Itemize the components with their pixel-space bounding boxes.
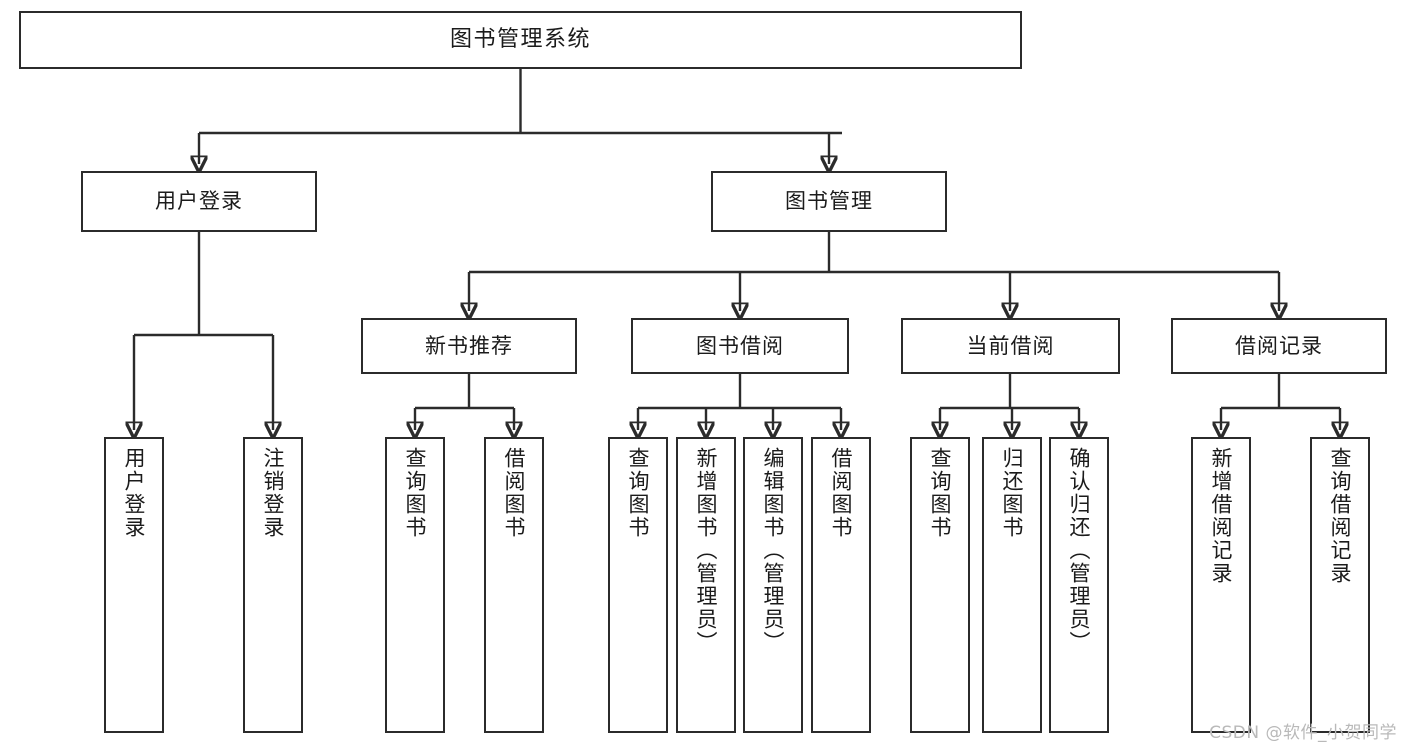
node-leaf-user-logout-label: 注销登录 — [261, 447, 286, 539]
node-leaf-query-book-3-label: 查询图书 — [928, 447, 953, 539]
node-leaf-confirm-return[interactable]: 确认归还（管理员） — [1049, 437, 1109, 733]
node-leaf-user-login-label: 用户登录 — [122, 447, 147, 539]
node-current-borrow-label: 当前借阅 — [966, 333, 1055, 358]
node-leaf-add-record[interactable]: 新增借阅记录 — [1191, 437, 1251, 733]
node-leaf-query-record-label: 查询借阅记录 — [1328, 447, 1353, 585]
node-leaf-query-book-3[interactable]: 查询图书 — [910, 437, 970, 733]
node-borrow-record-label: 借阅记录 — [1235, 333, 1323, 358]
node-root[interactable]: 图书管理系统 — [19, 11, 1022, 69]
watermark: CSDN @软件_小贺同学 — [1209, 723, 1397, 743]
node-leaf-edit-book-label: 编辑图书（管理员） — [761, 447, 786, 654]
node-new-book-recommend[interactable]: 新书推荐 — [361, 318, 577, 374]
node-book-borrow[interactable]: 图书借阅 — [631, 318, 849, 374]
node-leaf-return-book[interactable]: 归还图书 — [982, 437, 1042, 733]
node-current-borrow[interactable]: 当前借阅 — [901, 318, 1120, 374]
node-borrow-record[interactable]: 借阅记录 — [1171, 318, 1387, 374]
node-leaf-query-record[interactable]: 查询借阅记录 — [1310, 437, 1370, 733]
node-leaf-query-book-2-label: 查询图书 — [626, 447, 651, 539]
node-leaf-add-book-label: 新增图书（管理员） — [694, 447, 719, 654]
node-leaf-user-logout[interactable]: 注销登录 — [243, 437, 303, 733]
node-leaf-add-record-label: 新增借阅记录 — [1209, 447, 1234, 585]
node-user-login[interactable]: 用户登录 — [81, 171, 317, 232]
node-leaf-borrow-book-1[interactable]: 借阅图书 — [484, 437, 544, 733]
node-leaf-borrow-book-1-label: 借阅图书 — [502, 447, 527, 539]
node-leaf-edit-book[interactable]: 编辑图书（管理员） — [743, 437, 803, 733]
node-user-login-label: 用户登录 — [155, 189, 243, 214]
node-book-manage[interactable]: 图书管理 — [711, 171, 947, 232]
node-leaf-add-book[interactable]: 新增图书（管理员） — [676, 437, 736, 733]
node-new-book-recommend-label: 新书推荐 — [425, 333, 513, 358]
node-leaf-query-book-2[interactable]: 查询图书 — [608, 437, 668, 733]
node-leaf-borrow-book-2[interactable]: 借阅图书 — [811, 437, 871, 733]
node-root-label: 图书管理系统 — [449, 27, 591, 53]
node-book-manage-label: 图书管理 — [785, 189, 873, 214]
node-leaf-user-login[interactable]: 用户登录 — [104, 437, 164, 733]
node-leaf-return-book-label: 归还图书 — [1000, 447, 1025, 539]
node-book-borrow-label: 图书借阅 — [696, 333, 784, 358]
node-leaf-query-book-1[interactable]: 查询图书 — [385, 437, 445, 733]
node-leaf-query-book-1-label: 查询图书 — [403, 447, 428, 539]
node-leaf-confirm-return-label: 确认归还（管理员） — [1067, 447, 1092, 654]
node-leaf-borrow-book-2-label: 借阅图书 — [829, 447, 854, 539]
